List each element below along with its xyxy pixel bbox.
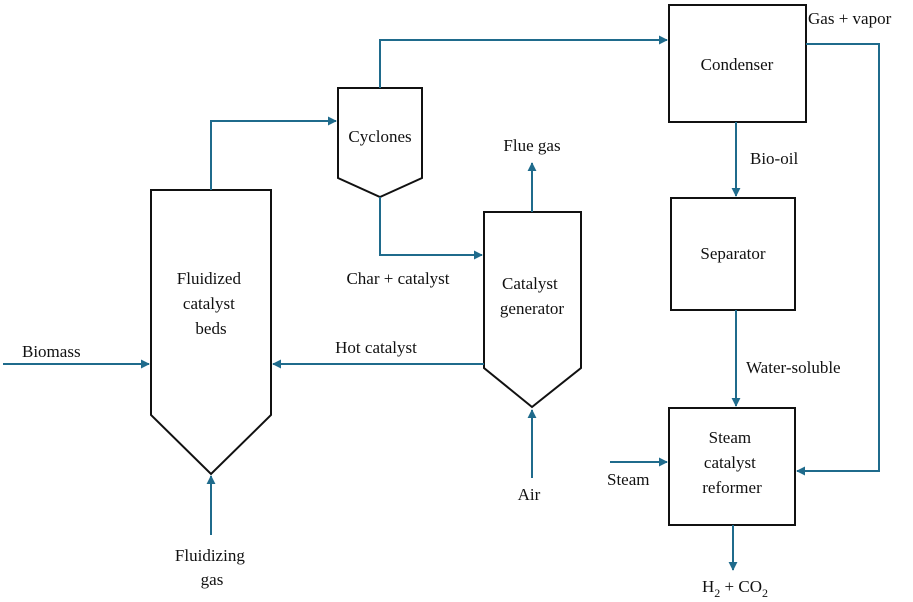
bed-to-cyclones-line: [210, 116, 337, 190]
fluidized-bed-label: Fluidized catalyst beds: [177, 269, 245, 338]
hot-catalyst-label: Hot catalyst: [335, 338, 417, 357]
cyclones-vessel: [337, 87, 423, 199]
separator-box: [670, 197, 796, 311]
bio-oil-label: Bio-oil: [750, 149, 798, 168]
fluidized-catalyst-bed-vessel: [150, 189, 272, 476]
steam-label: Steam: [607, 470, 650, 489]
water-soluble-label: Water-soluble: [746, 358, 841, 377]
reformer-label: Steam catalyst reformer: [702, 428, 762, 497]
catalyst-generator-label: Catalyst generator: [500, 274, 565, 318]
product-label: H2 + CO2: [702, 577, 768, 600]
flue-gas-label: Flue gas: [503, 136, 560, 155]
reformer-box: [668, 407, 796, 526]
biomass-label: Biomass: [22, 342, 81, 361]
condenser-label: Condenser: [701, 55, 774, 74]
separator-label: Separator: [700, 244, 765, 263]
char-catalyst-label: Char + catalyst: [346, 269, 449, 288]
air-label: Air: [518, 485, 541, 504]
gas-vapor-line: [796, 43, 880, 476]
gas-vapor-label: Gas + vapor: [808, 9, 892, 28]
condenser-box: [668, 4, 807, 123]
char-catalyst-line: [379, 197, 483, 260]
fluidizing-gas-label: Fluidizing gas: [175, 546, 249, 589]
cyclones-label: Cyclones: [348, 127, 411, 146]
cyclones-to-condenser-line: [379, 35, 668, 88]
catalyst-generator-vessel: [483, 211, 582, 409]
